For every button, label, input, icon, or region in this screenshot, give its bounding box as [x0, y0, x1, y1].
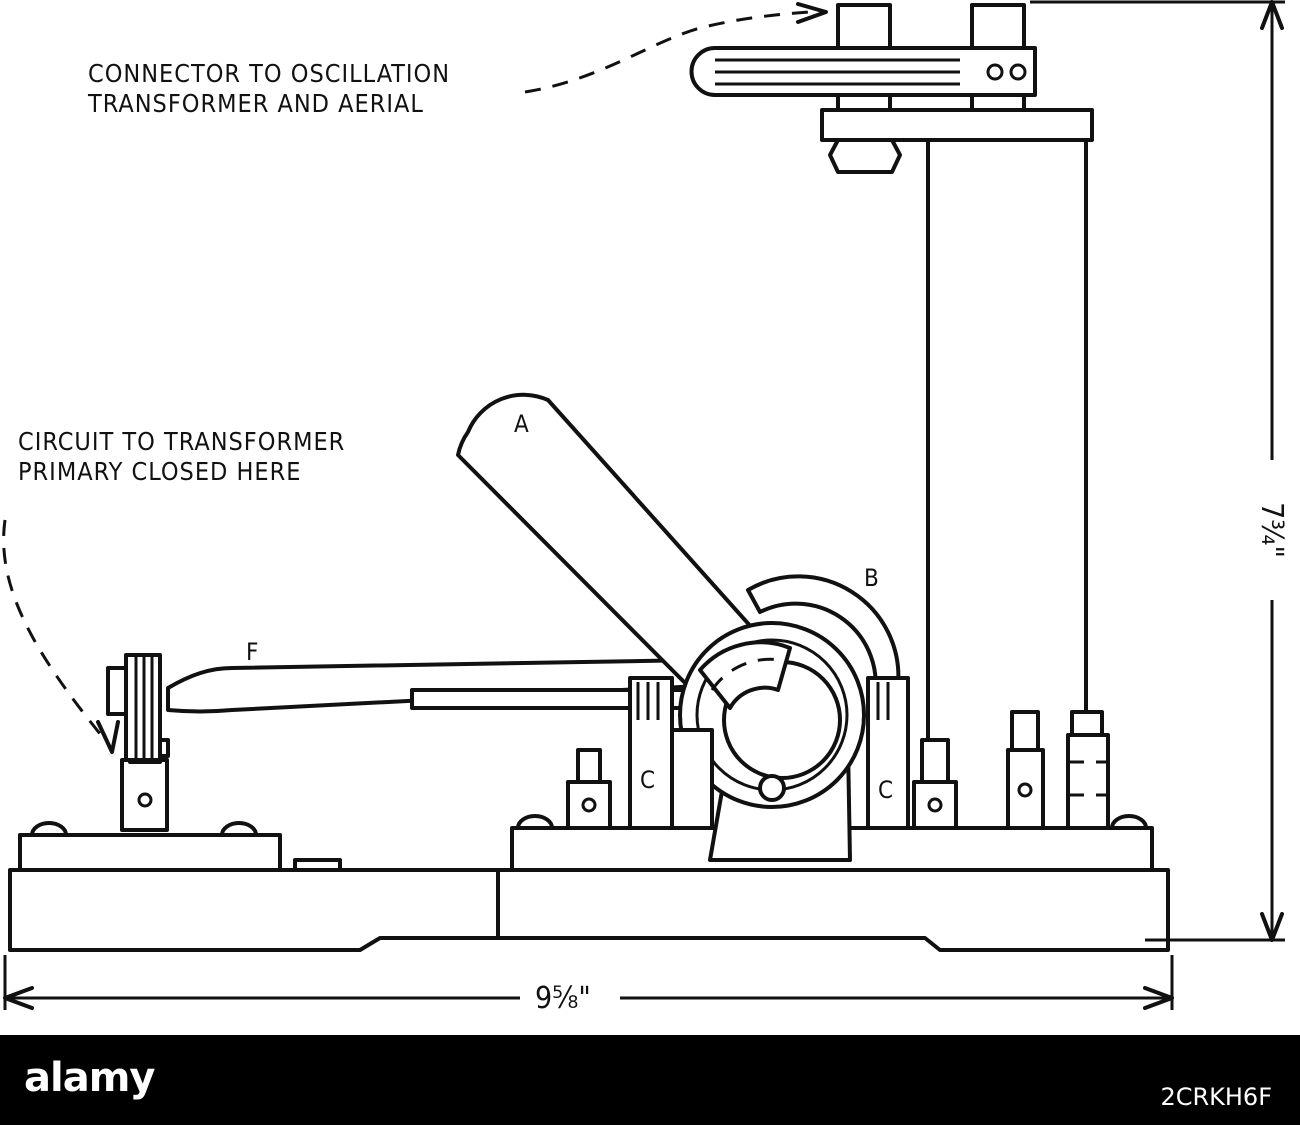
dimension-lines [3, 0, 1285, 1010]
connector-label-line2: TRANSFORMER AND AERIAL [87, 89, 424, 118]
height-dimension: 7¾" [1254, 502, 1289, 558]
part-f-label: F [246, 638, 258, 666]
circuit-label-line2: PRIMARY CLOSED HERE [18, 457, 301, 486]
callout-arrows [2, 2, 828, 754]
width-dimension: 9⅝" [535, 981, 591, 1016]
part-c-left-label: C [640, 766, 655, 794]
aerial-column [689, 3, 1094, 742]
lever-handle [456, 392, 772, 702]
binding-posts [566, 710, 1110, 830]
part-c-right-label: C [878, 776, 893, 804]
contact-clips [628, 676, 910, 830]
watermark-brand: alamy [24, 1055, 155, 1101]
base [8, 814, 1170, 952]
connector-label-line1: CONNECTOR TO OSCILLATION [88, 59, 450, 88]
part-a-label: A [514, 410, 529, 438]
key-drawing: CONNECTOR TO OSCILLATION TRANSFORMER AND… [2, 0, 1289, 1016]
watermark-banner: alamy 2CRKH6F [0, 1035, 1300, 1125]
image-id: 2CRKH6F [1160, 1083, 1272, 1111]
part-b-label: B [864, 564, 879, 592]
circuit-label-line1: CIRCUIT TO TRANSFORMER [18, 427, 345, 456]
pivot-assembly [678, 574, 901, 862]
